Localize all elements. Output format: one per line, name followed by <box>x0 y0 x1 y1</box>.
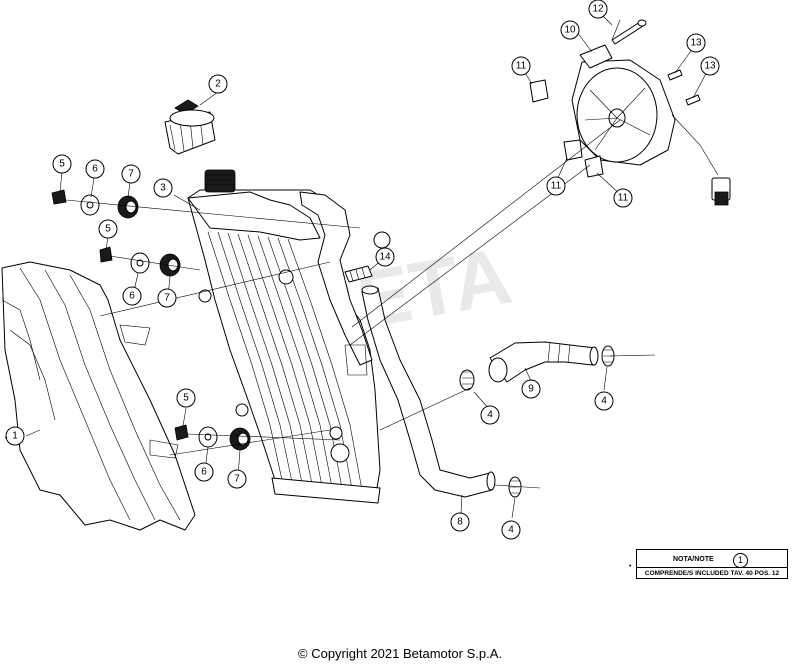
svg-text:6: 6 <box>201 467 207 478</box>
svg-text:8: 8 <box>457 517 463 528</box>
svg-text:4: 4 <box>601 396 607 407</box>
bolt-washer-grommet-top <box>51 189 139 219</box>
svg-text:11: 11 <box>516 61 527 72</box>
svg-text:7: 7 <box>128 169 134 180</box>
callout-13a: 13 <box>686 33 706 53</box>
note-title: NOTA/NOTE <box>673 556 714 563</box>
svg-text:4: 4 <box>508 525 514 536</box>
clip-part <box>344 265 373 283</box>
svg-text:5: 5 <box>183 393 189 404</box>
svg-text:14: 14 <box>379 252 391 263</box>
callout-6c: 6 <box>194 462 214 482</box>
callout-4c: 4 <box>501 520 521 540</box>
callout-8: 8 <box>450 512 470 532</box>
svg-text:5: 5 <box>105 224 111 235</box>
svg-text:10: 10 <box>564 25 576 36</box>
callout-3: 3 <box>153 178 173 198</box>
note-ref-circle: 1 <box>733 553 748 568</box>
callout-2: 2 <box>208 74 228 94</box>
callout-7a: 7 <box>121 164 141 184</box>
copyright-text: © Copyright 2021 Betamotor S.p.A. <box>298 646 502 661</box>
callout-4a: 4 <box>480 405 500 425</box>
svg-text:1: 1 <box>12 431 18 442</box>
svg-text:7: 7 <box>164 293 170 304</box>
callout-11b: 11 <box>546 176 566 196</box>
svg-text:4: 4 <box>487 410 493 421</box>
hose-clamp-c <box>508 476 522 498</box>
note-text: COMPRENDE/S INCLUDED TAV. 40 POS. 12 <box>644 570 780 577</box>
callout-5c: 5 <box>176 388 196 408</box>
callout-10: 10 <box>560 20 580 40</box>
fan-grommets <box>529 79 604 178</box>
svg-text:13: 13 <box>704 61 716 72</box>
cooling-fan-part <box>571 44 731 206</box>
note-header: NOTA/NOTE 1 <box>637 553 787 568</box>
radiator-core-part <box>187 169 391 504</box>
fan-bolt <box>611 19 647 45</box>
svg-text:6: 6 <box>92 164 98 175</box>
svg-text:6: 6 <box>129 291 135 302</box>
svg-text:7: 7 <box>234 474 240 485</box>
callout-1-bullet: • <box>5 435 8 442</box>
callout-4b: 4 <box>594 391 614 411</box>
callout-14: 14 <box>375 247 395 267</box>
callout-11c: 11 <box>613 188 633 208</box>
callout-7c: 7 <box>227 469 247 489</box>
fan-screws <box>667 69 701 106</box>
note-bullet: • <box>629 563 632 570</box>
radiator-shroud-part <box>1 261 196 531</box>
callout-5a: 5 <box>52 154 72 174</box>
svg-text:5: 5 <box>59 159 65 170</box>
callout-9: 9 <box>521 379 541 399</box>
svg-text:3: 3 <box>160 183 166 194</box>
callout-1: 1 <box>5 426 25 446</box>
svg-text:11: 11 <box>618 193 629 204</box>
note-box: NOTA/NOTE 1 COMPRENDE/S INCLUDED TAV. 40… <box>636 549 788 579</box>
callout-7b: 7 <box>157 288 177 308</box>
bolt-washer-grommet-bottom <box>174 424 251 451</box>
svg-text:11: 11 <box>551 181 562 192</box>
callout-11a: 11 <box>511 56 531 76</box>
callout-6a: 6 <box>85 159 105 179</box>
svg-text:12: 12 <box>592 4 604 15</box>
radiator-cap-part <box>164 99 216 155</box>
note-divider <box>637 567 787 568</box>
hose-clamp-a <box>459 369 475 391</box>
svg-text:9: 9 <box>528 384 534 395</box>
callout-6b: 6 <box>122 286 142 306</box>
callout-12: 12 <box>588 0 608 19</box>
callout-5b: 5 <box>98 219 118 239</box>
callout-13b: 13 <box>700 56 720 76</box>
bolt-washer-grommet-middle <box>99 246 181 277</box>
svg-text:13: 13 <box>690 38 702 49</box>
upper-hose-part <box>488 341 599 383</box>
svg-text:2: 2 <box>215 79 221 90</box>
